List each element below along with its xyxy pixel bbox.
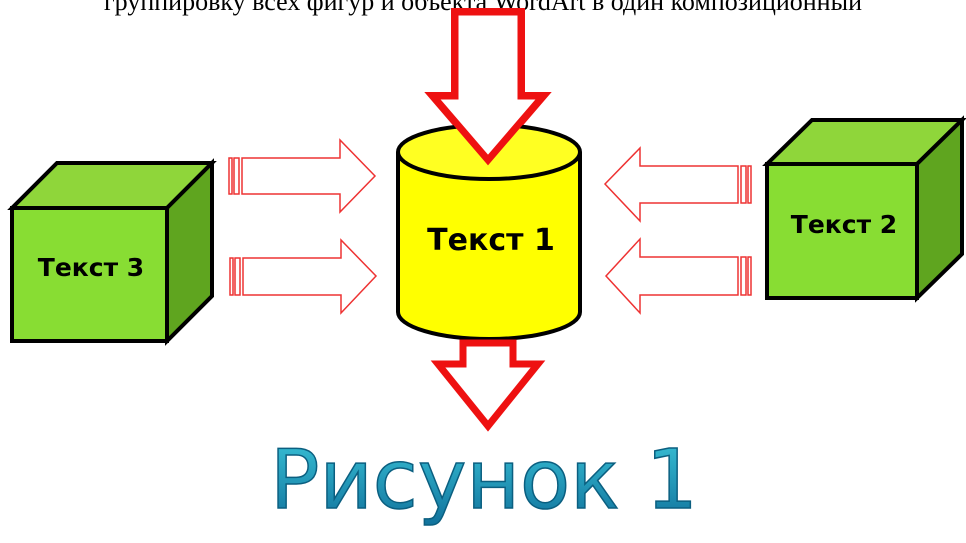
cylinder-label: Текст 1 — [427, 223, 555, 258]
right-arrow-top — [603, 146, 752, 223]
bottom-arrow — [430, 339, 546, 432]
right-arrow-bottom — [604, 237, 752, 315]
left-arrow-bottom — [229, 238, 378, 315]
cube-left-label: Текст 3 — [38, 253, 144, 282]
top-arrow-head — [425, 8, 551, 166]
left-arrow-top — [228, 138, 377, 214]
cube-right-shape: Текст 2 — [762, 115, 966, 303]
cube-right-label: Текст 2 — [791, 210, 897, 239]
wordart-caption: Рисунок 1 — [269, 432, 698, 529]
cube-left-shape: Текст 3 — [7, 158, 217, 346]
caption-text: Рисунок 1 — [270, 433, 698, 528]
